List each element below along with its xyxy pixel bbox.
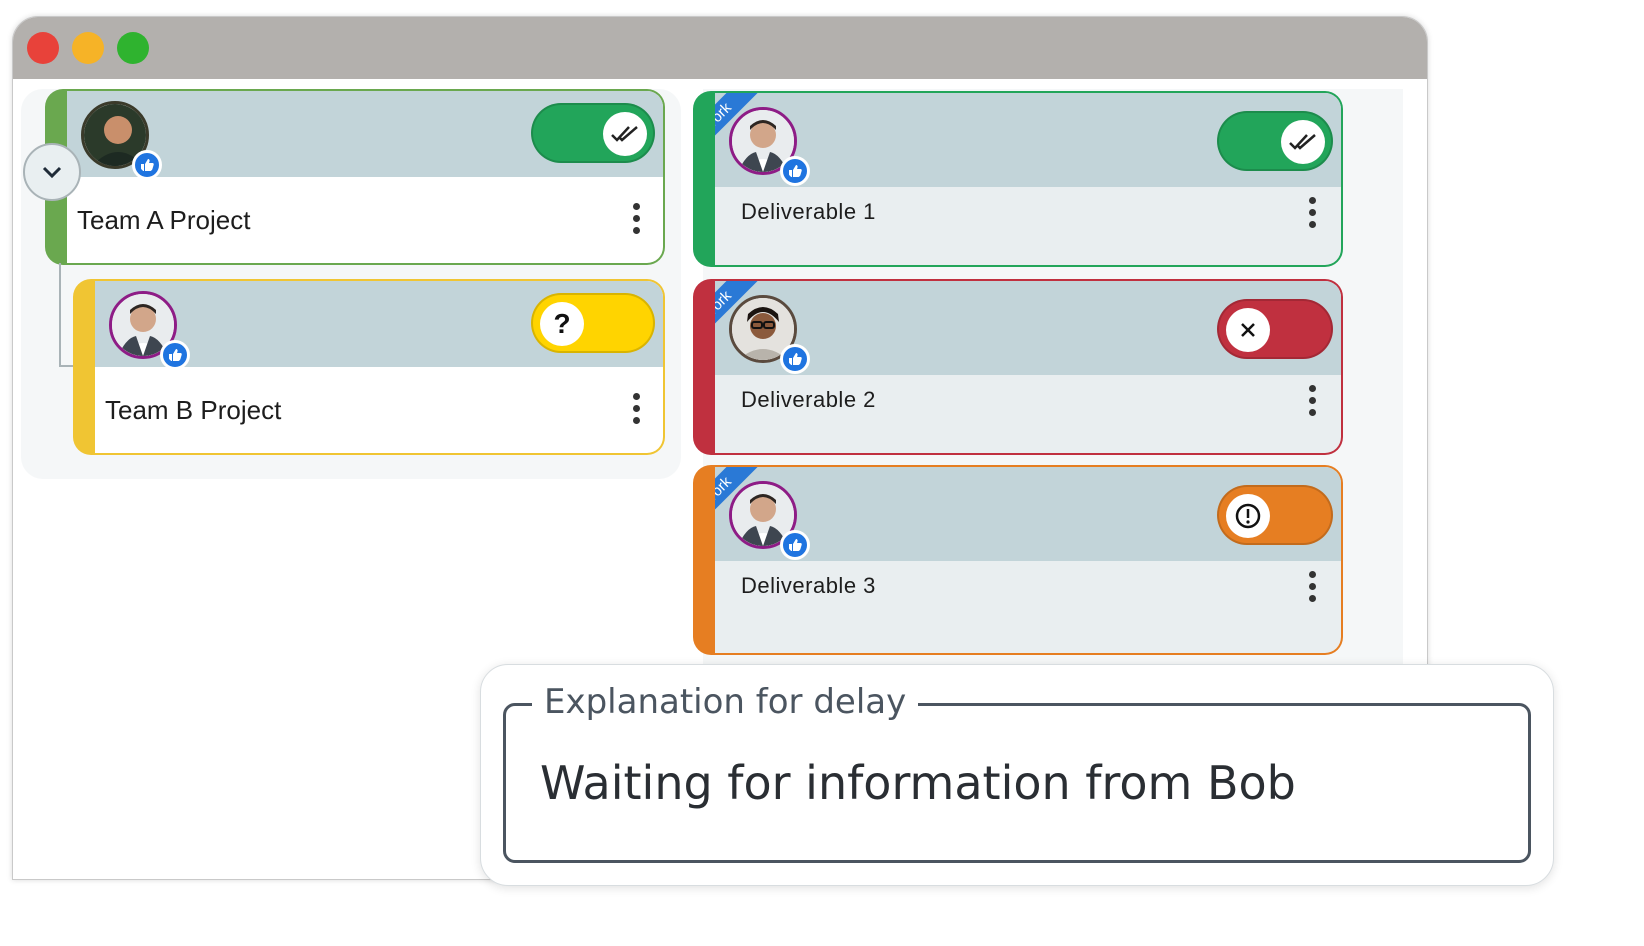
status-toggle[interactable] bbox=[1217, 299, 1333, 359]
deliverable-title: Deliverable 3 bbox=[741, 573, 876, 598]
field-value[interactable]: Waiting for information from Bob bbox=[540, 756, 1296, 810]
deliverable-card-1[interactable]: Work Deliverable 1 bbox=[693, 91, 1343, 267]
status-toggle[interactable] bbox=[1217, 111, 1333, 171]
project-title: Team B Project bbox=[105, 395, 282, 425]
more-options-icon[interactable] bbox=[1307, 385, 1317, 419]
double-check-icon bbox=[603, 112, 647, 156]
more-options-icon[interactable] bbox=[1307, 197, 1317, 231]
thumbs-up-icon[interactable] bbox=[780, 530, 810, 560]
app-window: Team A Project ? Team bbox=[12, 16, 1428, 880]
avatar-photo bbox=[732, 484, 794, 546]
question-icon: ? bbox=[540, 302, 584, 346]
chevron-down-icon bbox=[42, 166, 62, 179]
close-icon bbox=[1226, 308, 1270, 352]
thumbs-up-icon[interactable] bbox=[780, 156, 810, 186]
deliverable-card-3[interactable]: Work Deliverable 3 bbox=[693, 465, 1343, 655]
thumbs-up-icon[interactable] bbox=[160, 340, 190, 370]
status-toggle[interactable]: ? bbox=[531, 293, 655, 353]
deliverable-title: Deliverable 2 bbox=[741, 387, 876, 412]
project-card-team-a[interactable]: Team A Project bbox=[45, 89, 665, 265]
deliverable-card-2[interactable]: Work Deliverable 2 bbox=[693, 279, 1343, 455]
deliverable-title: Deliverable 1 bbox=[741, 199, 876, 224]
minimize-window-button[interactable] bbox=[72, 32, 104, 64]
title-bar bbox=[13, 17, 1427, 79]
double-check-icon bbox=[1281, 120, 1325, 164]
status-toggle[interactable] bbox=[531, 103, 655, 163]
thumbs-up-icon[interactable] bbox=[780, 344, 810, 374]
more-options-icon[interactable] bbox=[631, 203, 641, 237]
status-toggle[interactable] bbox=[1217, 485, 1333, 545]
question-mark: ? bbox=[553, 308, 571, 339]
more-options-icon[interactable] bbox=[631, 393, 641, 427]
close-window-button[interactable] bbox=[27, 32, 59, 64]
avatar[interactable] bbox=[729, 481, 810, 560]
tree-connector bbox=[59, 365, 77, 367]
avatar[interactable] bbox=[81, 101, 162, 180]
alert-circle-icon bbox=[1226, 494, 1270, 538]
collapse-button[interactable] bbox=[23, 143, 81, 201]
thumbs-up-icon[interactable] bbox=[132, 150, 162, 180]
field-label: Explanation for delay bbox=[532, 680, 919, 724]
avatar[interactable] bbox=[729, 295, 810, 374]
tree-connector bbox=[59, 263, 61, 367]
project-card-team-b[interactable]: ? Team B Project bbox=[73, 279, 665, 455]
maximize-window-button[interactable] bbox=[117, 32, 149, 64]
more-options-icon[interactable] bbox=[1307, 571, 1317, 605]
delay-explanation-field[interactable]: Explanation for delay Waiting for inform… bbox=[503, 680, 1531, 863]
avatar[interactable] bbox=[729, 107, 810, 186]
delay-explanation-popup: Explanation for delay Waiting for inform… bbox=[480, 664, 1554, 886]
project-title: Team A Project bbox=[77, 205, 251, 235]
avatar[interactable] bbox=[109, 291, 190, 370]
